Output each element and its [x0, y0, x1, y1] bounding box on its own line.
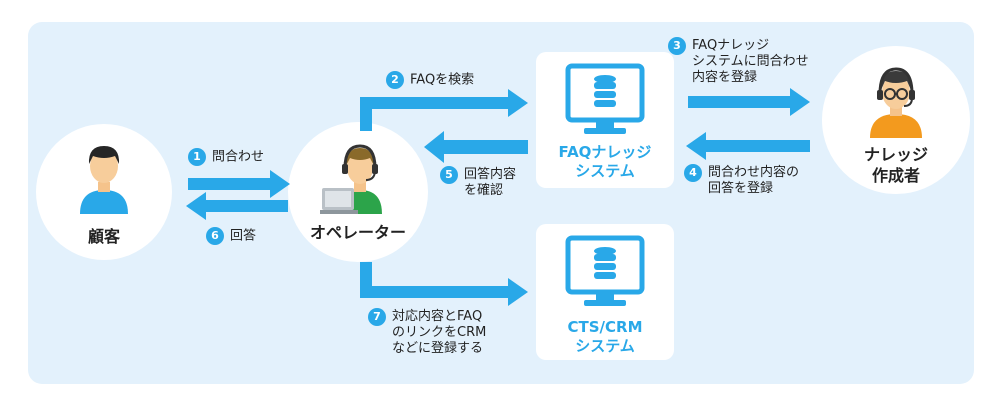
step-number-badge: 3 [668, 37, 686, 55]
knowledge-creator-label-line1: ナレッジ [863, 145, 928, 164]
faq-system-label-line1: FAQナレッジ [558, 143, 652, 161]
operator-label: オペレーター [309, 223, 406, 242]
operator-person-icon [320, 144, 382, 214]
step1-label: 1 問合わせ [188, 148, 264, 166]
step-number-badge: 5 [440, 166, 458, 184]
customer-label: 顧客 [87, 227, 120, 246]
cts-crm-system-label-line1: CTS/CRM [567, 318, 643, 336]
step-text: 問合わせ [212, 149, 265, 165]
step-text-line1: 対応内容とFAQ [392, 309, 483, 324]
step-text: 回答 [230, 228, 257, 244]
step-number-badge: 4 [684, 164, 702, 182]
step-text-line2: のリンクをCRM [392, 325, 487, 340]
knowledge-creator-label-line2: 作成者 [871, 166, 920, 185]
step-text-line1: FAQナレッジ [692, 38, 770, 53]
step-text-line2: 回答を登録 [708, 181, 774, 196]
knowledge-creator-person-icon [870, 67, 922, 138]
monitor-database-icon [565, 63, 645, 134]
step-number-badge: 7 [368, 308, 386, 326]
step-text-line2: システムに問合わせ [692, 54, 809, 69]
diagram-background [28, 22, 974, 384]
step-text-line3: などに登録する [392, 341, 484, 356]
step-text-line1: 回答内容 [464, 167, 517, 182]
step-number-badge: 1 [188, 148, 206, 166]
step-text-line1: 問合わせ内容の [708, 165, 800, 180]
step-number-badge: 2 [386, 71, 404, 89]
step-text: FAQを検索 [410, 72, 475, 88]
step-text-line3: 内容を登録 [692, 70, 758, 85]
step-number-badge: 6 [206, 227, 224, 245]
customer-person-icon [80, 146, 128, 214]
faq-system-label-line2: システム [575, 162, 635, 180]
cts-crm-system-label-line2: システム [575, 337, 635, 355]
step6-label: 6 回答 [206, 227, 256, 245]
step2-label: 2 FAQを検索 [386, 71, 474, 89]
monitor-database-icon [565, 235, 645, 306]
step-text-line2: を確認 [464, 183, 504, 198]
